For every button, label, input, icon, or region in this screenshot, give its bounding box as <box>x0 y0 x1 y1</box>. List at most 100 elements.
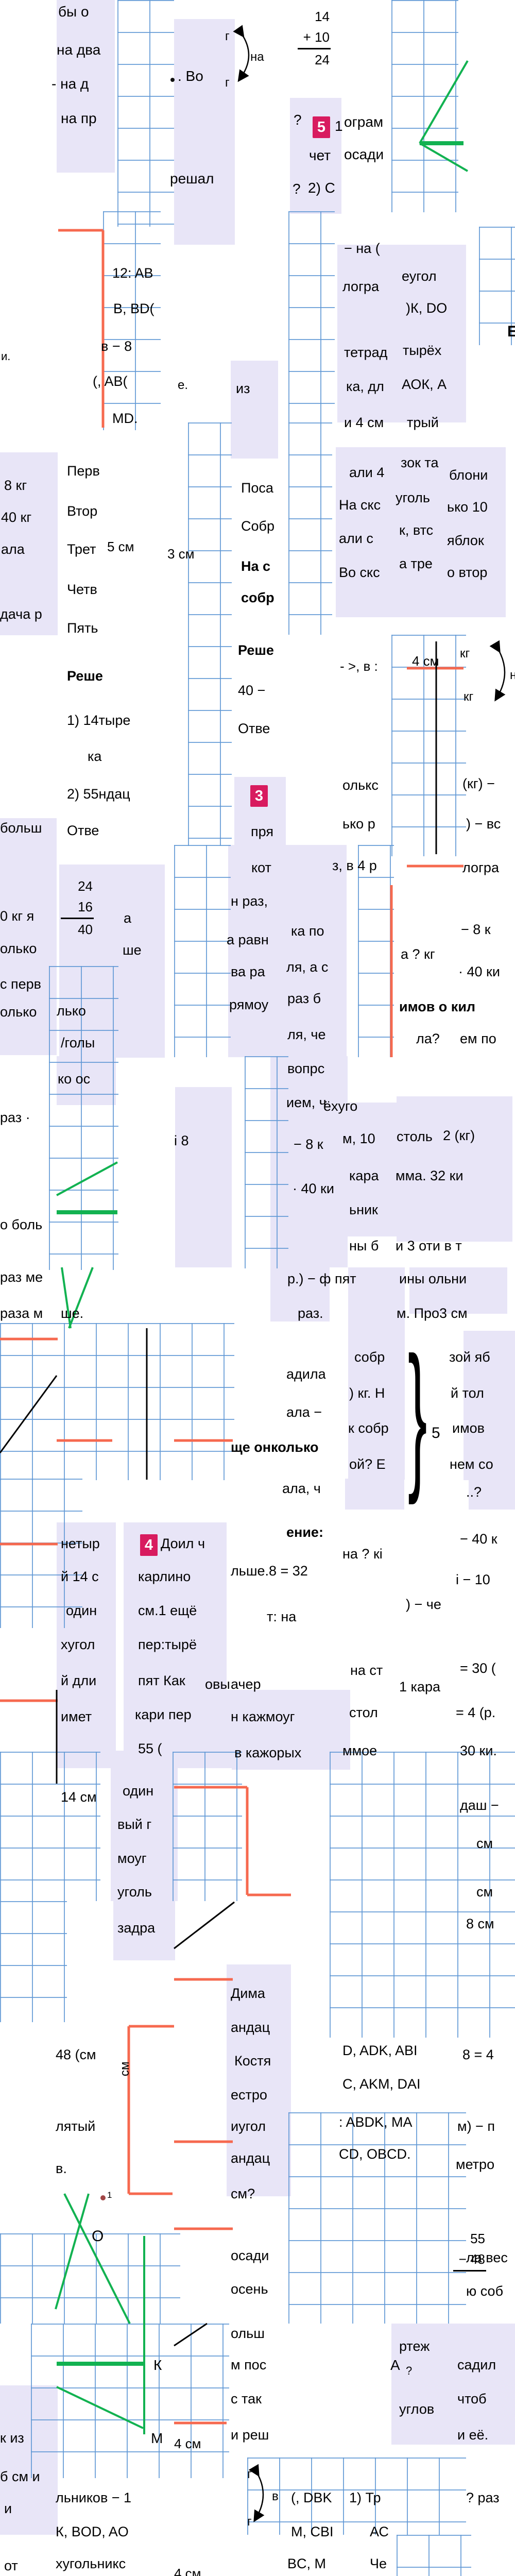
grid-paper-patch <box>397 2535 471 2576</box>
text-fragment: 0 кг я <box>0 908 35 924</box>
text-fragment: ртеж <box>399 2338 430 2354</box>
text-fragment: : ABDK, MA <box>339 2114 413 2130</box>
highlight-block <box>270 1267 330 1321</box>
text-fragment: Костя <box>234 2053 271 2069</box>
text-fragment: в <box>272 2489 279 2503</box>
text-fragment: а тре <box>399 556 433 571</box>
arithmetic-row: 14 <box>315 9 330 24</box>
text-fragment: на ? кі <box>342 1546 383 1562</box>
text-fragment: )К, DO <box>406 300 448 316</box>
text-fragment: = 4 (р. <box>456 1705 496 1720</box>
text-fragment: чтоб <box>457 2391 487 2406</box>
text-fragment: в. <box>56 2161 67 2176</box>
text-fragment: и <box>4 2501 12 2516</box>
text-fragment: садил <box>457 2357 496 2372</box>
text-fragment: ва ра <box>231 964 265 979</box>
grid-paper-patch <box>0 2233 180 2324</box>
text-fragment: 12: AB <box>112 265 153 281</box>
text-fragment: ием, ч <box>286 1095 327 1110</box>
highlight-block <box>111 1751 178 1901</box>
text-fragment: н раз, <box>231 893 268 909</box>
highlight-block <box>113 1901 175 1960</box>
text-fragment: г <box>247 2515 252 2529</box>
text-fragment: 2) С <box>308 180 335 196</box>
grid-paper-patch <box>391 0 458 212</box>
text-fragment: тырёх <box>403 343 442 358</box>
text-fragment: − на ( <box>344 241 380 256</box>
text-fragment: На с <box>241 558 271 574</box>
text-fragment: и 4 см <box>344 415 384 430</box>
arithmetic-row: 16 <box>61 896 94 919</box>
text-fragment: D, ADK, ABI <box>342 2043 418 2058</box>
text-fragment: 40 − <box>238 683 266 698</box>
text-fragment: − 8 к <box>294 1137 323 1152</box>
text-fragment: вый г <box>117 1817 152 1832</box>
text-fragment: н кажмоуг <box>231 1709 295 1724</box>
arithmetic-row: 24 <box>315 52 330 67</box>
text-fragment: и её. <box>457 2427 489 2443</box>
highlight-block <box>397 1096 512 1242</box>
text-fragment: ко ос <box>58 1071 91 1087</box>
text-fragment: К <box>153 2357 162 2373</box>
text-fragment: ? раз <box>466 2490 500 2505</box>
grid-paper-patch <box>358 845 394 1057</box>
text-fragment: Че <box>370 2556 387 2571</box>
highlight-block <box>227 1964 291 2196</box>
text-fragment: ? <box>293 181 301 197</box>
text-fragment: 1) 14тыре <box>67 713 131 728</box>
text-fragment: а ? кг <box>401 946 435 962</box>
text-fragment: ограм <box>344 114 384 130</box>
text-fragment: АОК, А <box>402 377 447 392</box>
text-fragment: е. <box>178 378 188 392</box>
double-headed-arc-arrow <box>248 2464 265 2522</box>
highlight-block <box>57 0 115 173</box>
highlight-block <box>337 245 466 422</box>
text-fragment: 8 кг <box>4 478 27 493</box>
text-fragment: Втор <box>67 503 98 519</box>
text-fragment: 4 см <box>412 653 439 669</box>
text-fragment: ка, дл <box>346 379 384 394</box>
text-fragment: − 40 к <box>460 1531 497 1547</box>
text-fragment: 2 (кг) <box>443 1128 475 1143</box>
text-fragment: н <box>510 668 515 682</box>
text-fragment: - >, в : <box>340 658 378 674</box>
text-fragment: о боль <box>0 1217 43 1232</box>
text-fragment: м пос <box>231 2357 267 2372</box>
text-fragment: г <box>225 76 230 90</box>
text-fragment: ? <box>406 2364 413 2377</box>
text-fragment: в − 8 <box>101 338 132 354</box>
text-fragment: й 14 с <box>61 1569 99 1584</box>
text-fragment: см.1 ещё <box>138 1603 197 1618</box>
text-fragment: 48 (см <box>56 2047 96 2062</box>
text-fragment: см <box>118 2061 132 2077</box>
text-fragment: ля, че <box>287 1027 326 1042</box>
text-fragment: столь <box>397 1129 433 1144</box>
arithmetic-row: 24 <box>78 878 93 894</box>
text-fragment: 55 ( <box>138 1741 162 1756</box>
column-arithmetic: 55− 48 <box>453 2228 486 2272</box>
text-fragment: Во скс <box>339 565 380 580</box>
text-fragment: . Во <box>178 68 203 84</box>
text-fragment: ение: <box>286 1524 323 1540</box>
text-fragment: кара <box>349 1168 379 1183</box>
text-fragment: стол <box>349 1705 378 1720</box>
text-fragment: раз. <box>298 1306 323 1321</box>
text-fragment: естро <box>231 2087 267 2103</box>
text-fragment: ала, ч <box>282 1481 321 1496</box>
text-fragment: 30 ки. <box>460 1743 497 1758</box>
task-number-badge: 4 <box>140 1534 158 1556</box>
text-fragment: Трет <box>67 541 96 557</box>
text-fragment: к собр <box>348 1420 389 1436</box>
text-fragment: ля, а с <box>286 959 329 975</box>
text-fragment: раз · <box>0 1110 30 1125</box>
text-fragment: ачер <box>231 1676 261 1692</box>
text-fragment: али с <box>339 531 373 546</box>
text-fragment: б см и <box>0 2469 40 2484</box>
text-fragment: ? <box>294 112 302 128</box>
text-fragment: моуг <box>117 1851 147 1866</box>
text-fragment: собр <box>354 1349 385 1365</box>
grid-paper-patch <box>0 1323 234 1480</box>
text-fragment: больш <box>0 820 42 836</box>
text-fragment: пят Как <box>138 1673 185 1688</box>
